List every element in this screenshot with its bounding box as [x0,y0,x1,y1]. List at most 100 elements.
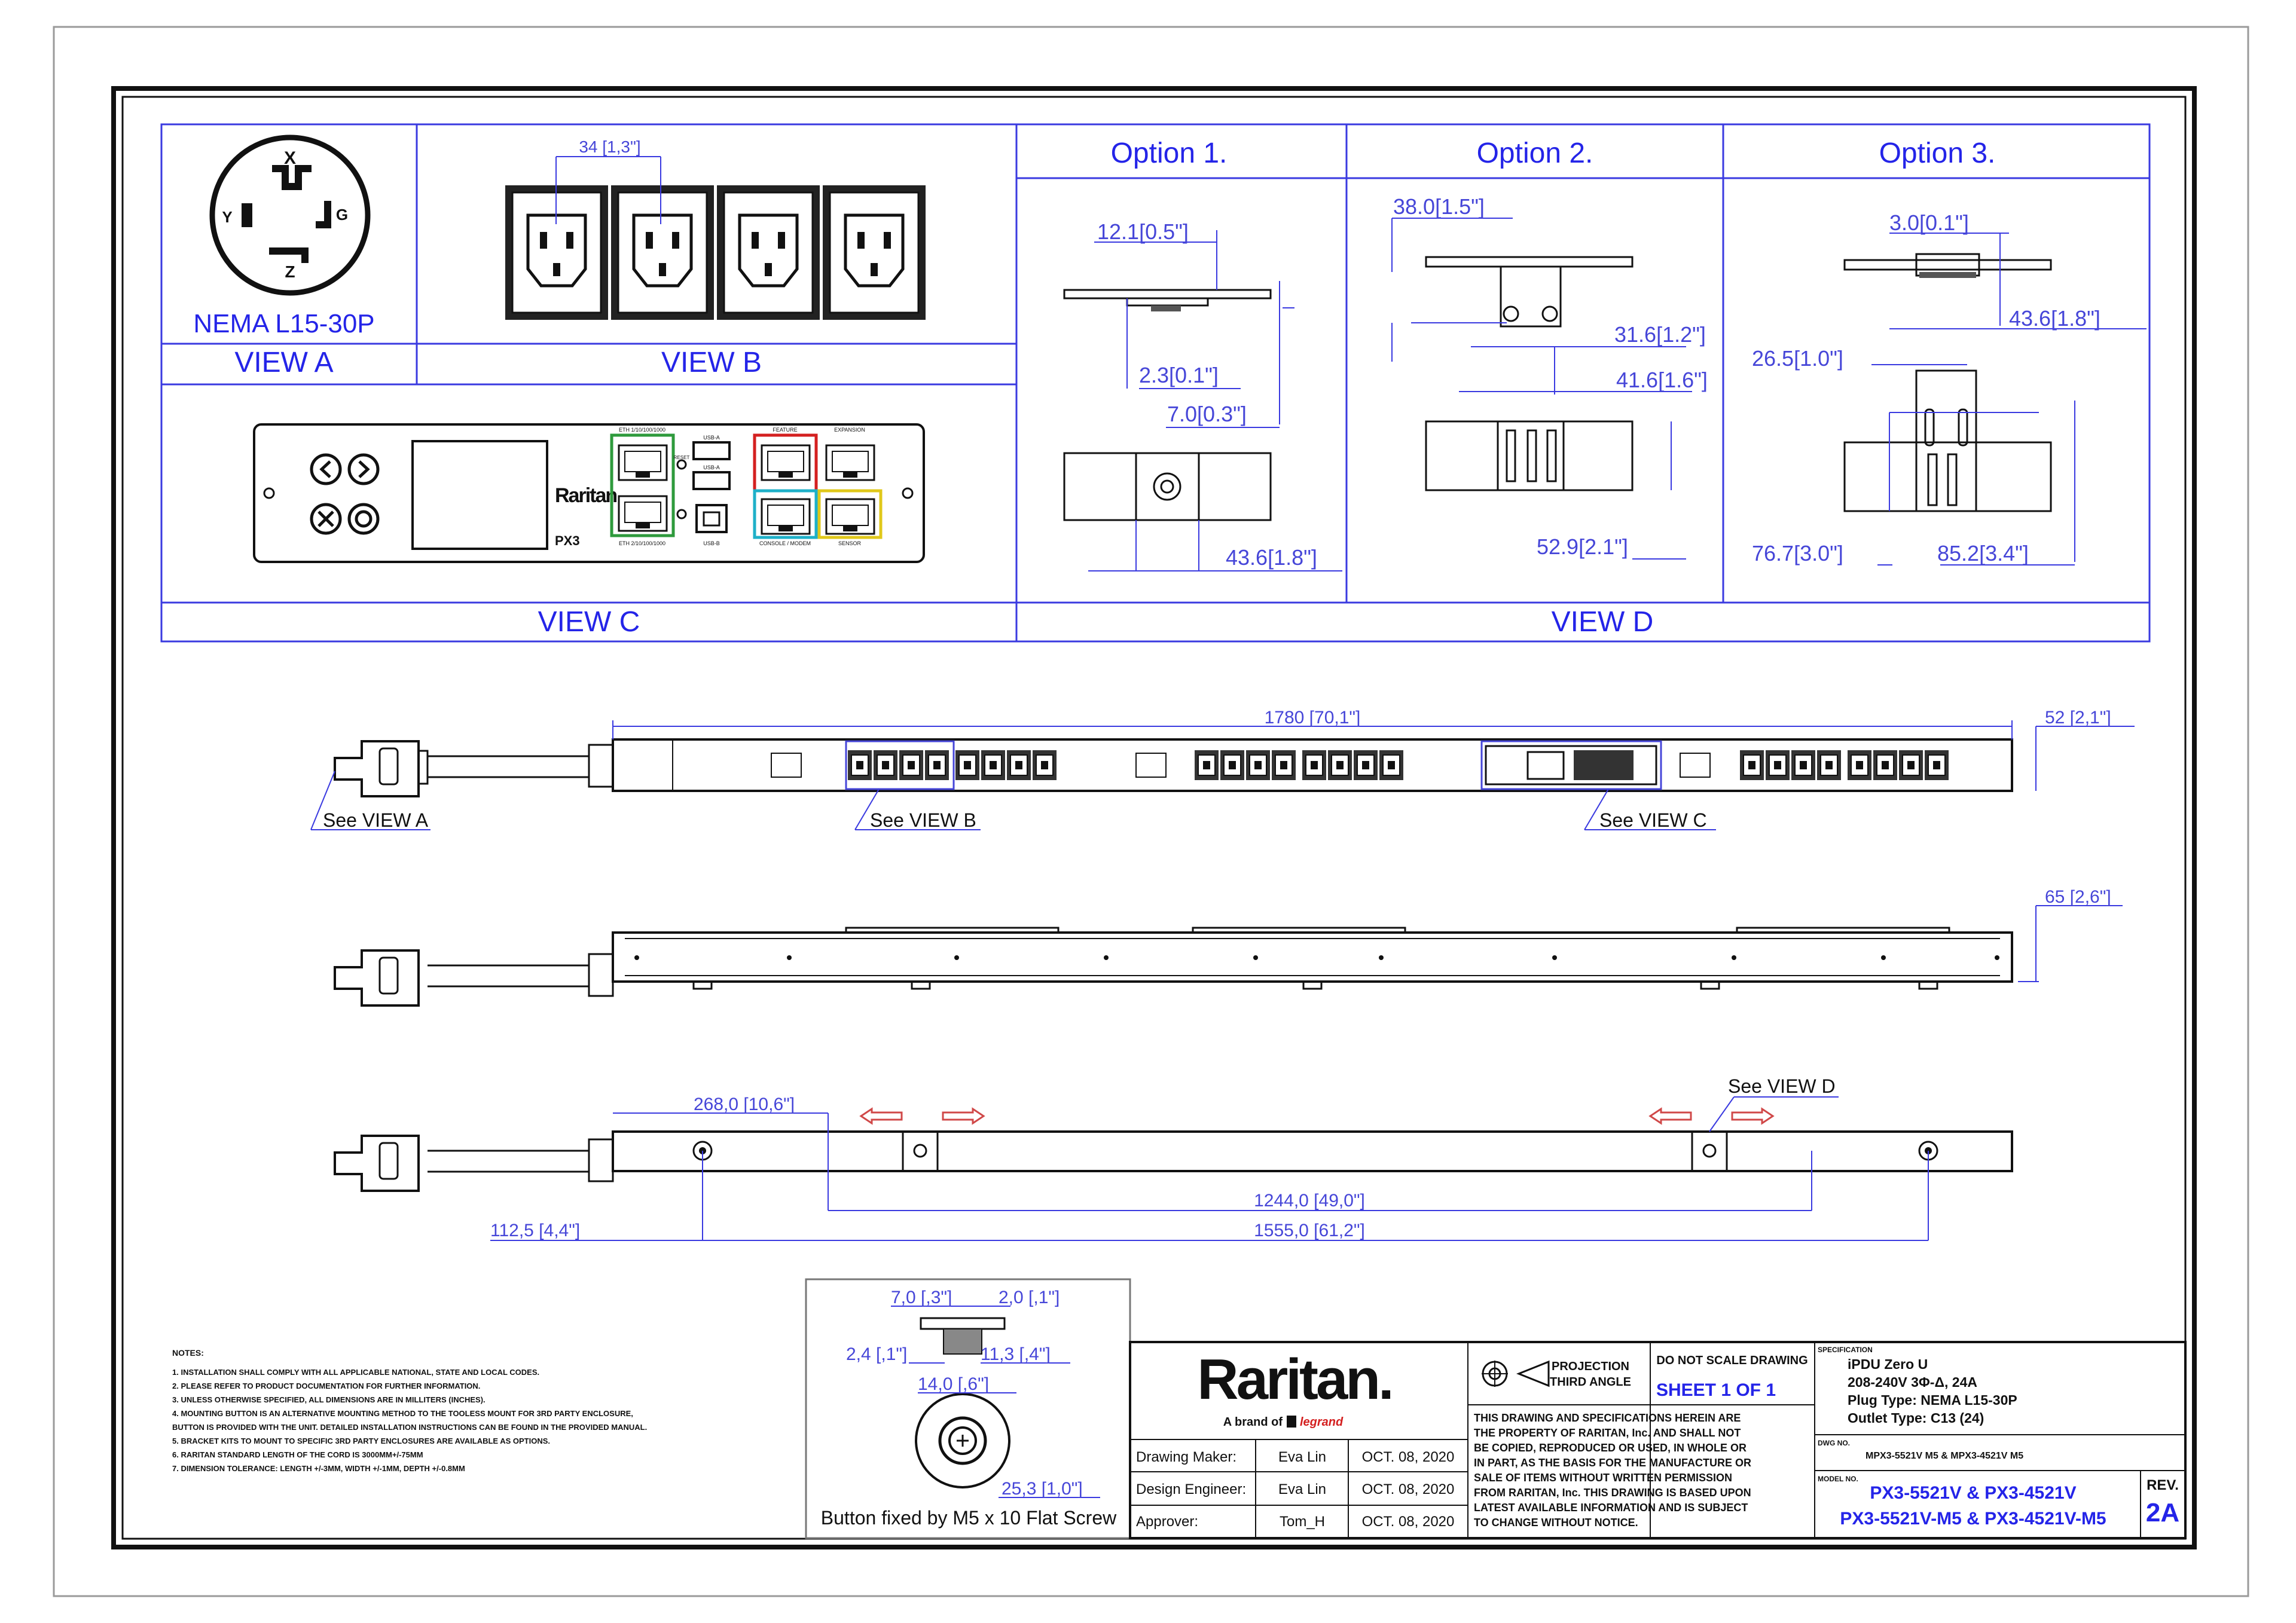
disclaimer-line: THIS DRAWING AND SPECIFICATIONS HEREIN A… [1474,1412,1741,1424]
option-3-dim-d: 76.7[3.0"] [1752,541,1843,566]
mounting-foot [911,982,931,990]
nema-plug-face: X Y G Z [209,135,371,296]
front-outlet [1220,750,1244,780]
port-label-expansion: EXPANSION [834,427,865,433]
see-view-d-callout: See VIEW D [1728,1075,1836,1097]
note-item: 7. DIMENSION TOLERANCE: LENGTH +/-3MM, W… [172,1464,465,1473]
rj45-port [825,444,875,481]
c13-outlet [823,185,926,320]
front-outlet [981,750,1005,780]
do-not-scale-label: DO NOT SCALE DRAWING [1656,1354,1808,1367]
outlet-bank-edge [1736,927,1950,933]
note-item: 2. PLEASE REFER TO PRODUCT DOCUMENTATION… [172,1381,480,1390]
front-outlet [1791,750,1815,780]
option-2-dim-d: 52.9[2.1"] [1537,534,1628,559]
title-row-label: Design Engineer: [1136,1481,1246,1497]
side-rivet [954,955,959,960]
front-outlet [1899,750,1923,780]
button-dim-6: 25,3 [1,0"] [1002,1479,1083,1499]
spec-line: 208-240V 3Φ-Δ, 24A [1848,1374,1977,1390]
button-caption: Button fixed by M5 x 10 Flat Screw [821,1507,1117,1529]
option-3-dim-a: 3.0[0.1"] [1889,210,1969,235]
controller-model: PX3 [555,533,580,548]
option-2-dim-b: 31.6[1.2"] [1614,322,1706,347]
option-3-bracket: 3.0[0.1"] 43.6[1.8"] 26.5[1.0"] 76.7[3.0… [1752,210,2147,566]
option-1-dim-d: 43.6[1.8"] [1226,545,1317,570]
side-rivet [1552,955,1557,960]
controller-brand: Raritan [555,484,616,507]
front-outlet [1195,750,1219,780]
outlet-bank-edge [1192,927,1406,933]
note-item: 3. UNLESS OTHERWISE SPECIFIED, ALL DIMEN… [172,1395,486,1404]
port-label-eth2: ETH 2/10/100/1000 [619,540,665,546]
pdu-depth-dimension: 65 [2,6"] [2045,887,2111,907]
disclaimer-line: FROM RARITAN, Inc. THIS DRAWING IS BASED… [1474,1487,1751,1499]
dimension-268: 268,0 [10,6"] [694,1095,795,1114]
option-3-dim-b: 43.6[1.8"] [2009,306,2100,331]
disclaimer-line: LATEST AVAILABLE INFORMATION AND IS SUBJ… [1474,1502,1748,1514]
front-outlet [1007,750,1031,780]
side-rivet [1732,955,1736,960]
usb-b-port [695,504,728,533]
front-outlet [1740,750,1764,780]
view-table [160,123,2151,643]
side-rivet [1253,955,1258,960]
button-dim-5: 14,0 [,6"] [918,1374,989,1394]
view-b-label: VIEW B [661,347,762,378]
c13-outlet [611,185,714,320]
note-item: BUTTON IS PROVIDED WITH THE UNIT. DETAIL… [172,1423,647,1432]
port-label-usb-b: USB-B [703,540,720,546]
dwg-label: DWG NO. [1818,1439,1850,1447]
pdu-side-view: 65 [2,6"] [334,887,2123,1007]
port-label-sensor: SENSOR [838,540,862,546]
side-rivet [1995,955,1999,960]
title-block-brand: Raritan. [1197,1347,1391,1411]
mounting-foot [1302,982,1323,990]
rev-label: REV. [2147,1477,2179,1493]
button-dim-4: 11,3 [,4"] [981,1344,1051,1364]
option-2-dim-a: 38.0[1.5"] [1393,194,1485,219]
option-2-bracket: 38.0[1.5"] 31.6[1.2"] 41.6[1.6"] 52.9[2.… [1391,194,1708,560]
note-item: 4. MOUNTING BUTTON IS AN ALTERNATIVE MOU… [172,1409,633,1418]
front-outlet [925,750,949,780]
port-label-eth1: ETH 1/10/100/1000 [619,427,665,433]
plug-pin-z: Z [285,262,295,281]
front-outlet [1925,750,1949,780]
model-label: MODEL NO. [1818,1475,1858,1483]
sheet-number: SHEET 1 OF 1 [1656,1380,1776,1400]
disclaimer-line: TO CHANGE WITHOUT NOTICE. [1474,1517,1638,1529]
option-1-dim-c: 7.0[0.3"] [1167,402,1247,426]
mounting-foot [1918,982,1938,990]
see-view-b-callout: See VIEW B [870,809,976,831]
spec-line: Plug Type: NEMA L15-30P [1848,1392,2017,1408]
option-1-dim-b: 2.3[0.1"] [1139,363,1219,387]
disclaimer-line: SALE OF ITEMS WITHOUT WRITTEN PERMISSION [1474,1472,1732,1484]
right-button [347,453,380,485]
outlet-group-view-b: 34 [1,3"] [505,137,926,320]
rj45-port [618,444,668,481]
pdu-length-dimension: 1780 [70,1"] [1265,708,1361,728]
option-2-dim-c: 41.6[1.6"] [1616,368,1708,392]
plug-type-label: NEMA L15-30P [193,309,374,338]
plug-pin-g: G [336,206,348,224]
title-row-label: Drawing Maker: [1136,1449,1236,1465]
spec-line: iPDU Zero U [1848,1356,1928,1372]
port-label-usb-a-bottom: USB-A [703,464,720,470]
note-item: 1. INSTALLATION SHALL COMPLY WITH ALL AP… [172,1368,539,1377]
title-block-legrand: legrand [1300,1416,1344,1429]
model-number-1: PX3-5521V & PX3-4521V [1870,1483,2076,1503]
side-rivet [634,955,639,960]
dimension-1244: 1244,0 [49,0"] [1254,1191,1365,1211]
option-3-heading: Option 3. [1879,137,1996,169]
side-rivet [787,955,792,960]
front-outlet [899,750,923,780]
title-block: Raritan. A brand of legrand Drawing Make… [1129,1341,2187,1539]
plug-pin-x: X [284,148,296,168]
front-outlet [1848,750,1871,780]
option-2-heading: Option 2. [1477,137,1593,169]
c13-outlet [717,185,820,320]
button-dim-1: 7,0 [,3"] [891,1288,952,1307]
disclaimer-line: BE COPIED, REPRODUCED OR USED, IN WHOLE … [1474,1442,1747,1454]
side-rivet [1379,955,1384,960]
